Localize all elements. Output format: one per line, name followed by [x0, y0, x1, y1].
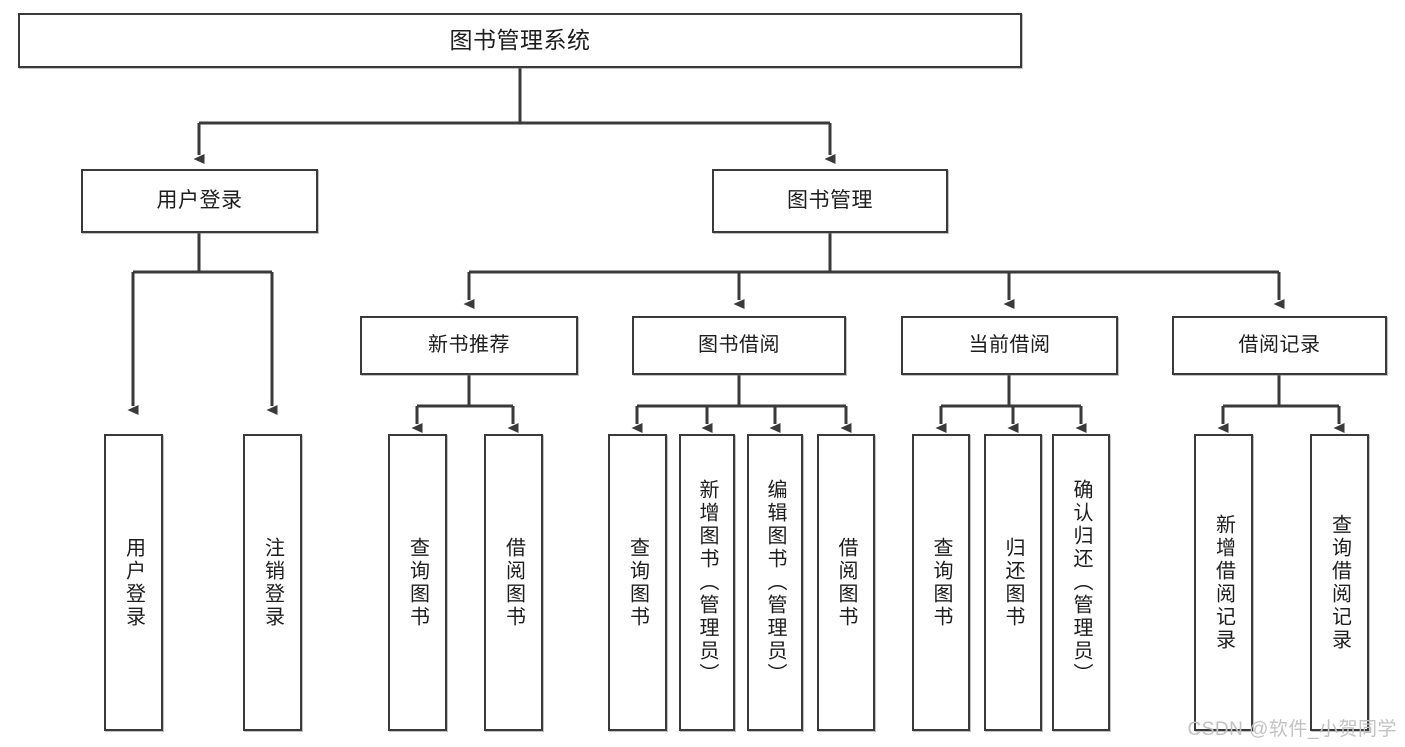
node-borrow-book-label: 借阅图书	[835, 536, 857, 629]
node-query-book-current-label: 查询图书	[930, 536, 952, 629]
node-query-book-borrow[interactable]: 查询图书	[608, 434, 667, 731]
node-user-login-label: 用户登录	[156, 188, 243, 212]
node-borrow-book-recommend[interactable]: 借阅图书	[484, 434, 543, 731]
node-query-borrow-record-label: 查询借阅记录	[1328, 513, 1351, 652]
node-user-login-leaf[interactable]: 用户登录	[104, 434, 163, 731]
node-query-book-recommend[interactable]: 查询图书	[388, 434, 447, 731]
node-query-book-current[interactable]: 查询图书	[912, 434, 970, 731]
node-add-borrow-record-label: 新增借阅记录	[1212, 513, 1235, 652]
node-edit-book-admin-label: 编辑图书（管理员）	[764, 479, 786, 686]
node-book-borrow[interactable]: 图书借阅	[632, 316, 846, 375]
node-query-book-recommend-label: 查询图书	[406, 536, 429, 629]
node-borrow-record[interactable]: 借阅记录	[1172, 316, 1387, 375]
node-add-book-admin[interactable]: 新增图书（管理员）	[679, 434, 735, 731]
node-current-borrow[interactable]: 当前借阅	[901, 316, 1118, 375]
node-borrow-book[interactable]: 借阅图书	[817, 434, 875, 731]
node-user-login-leaf-label: 用户登录	[122, 536, 145, 629]
node-confirm-return-admin[interactable]: 确认归还（管理员）	[1052, 434, 1110, 731]
node-add-book-admin-label: 新增图书（管理员）	[696, 479, 718, 686]
node-current-borrow-label: 当前借阅	[968, 333, 1051, 356]
node-query-book-borrow-label: 查询图书	[626, 536, 649, 629]
csdn-watermark: CSDN @软件_小贺同学	[1187, 719, 1397, 740]
node-book-manage-label: 图书管理	[787, 188, 873, 212]
node-edit-book-admin[interactable]: 编辑图书（管理员）	[747, 434, 803, 731]
node-root-label: 图书管理系统	[449, 26, 591, 53]
node-add-borrow-record[interactable]: 新增借阅记录	[1194, 434, 1253, 731]
node-book-manage[interactable]: 图书管理	[712, 169, 948, 233]
node-book-borrow-label: 图书借阅	[698, 333, 780, 356]
node-user-logout-leaf-label: 注销登录	[261, 536, 284, 629]
node-root[interactable]: 图书管理系统	[18, 13, 1022, 68]
node-return-book[interactable]: 归还图书	[984, 434, 1042, 731]
node-query-borrow-record[interactable]: 查询借阅记录	[1310, 434, 1369, 731]
node-new-book-recommend-label: 新书推荐	[428, 333, 510, 356]
node-user-logout-leaf[interactable]: 注销登录	[243, 434, 302, 731]
node-new-book-recommend[interactable]: 新书推荐	[360, 316, 578, 375]
node-confirm-return-admin-label: 确认归还（管理员）	[1070, 479, 1092, 686]
node-borrow-record-label: 借阅记录	[1238, 333, 1321, 356]
node-return-book-label: 归还图书	[1002, 536, 1024, 629]
node-borrow-book-recommend-label: 借阅图书	[502, 536, 525, 629]
node-user-login[interactable]: 用户登录	[81, 169, 318, 233]
